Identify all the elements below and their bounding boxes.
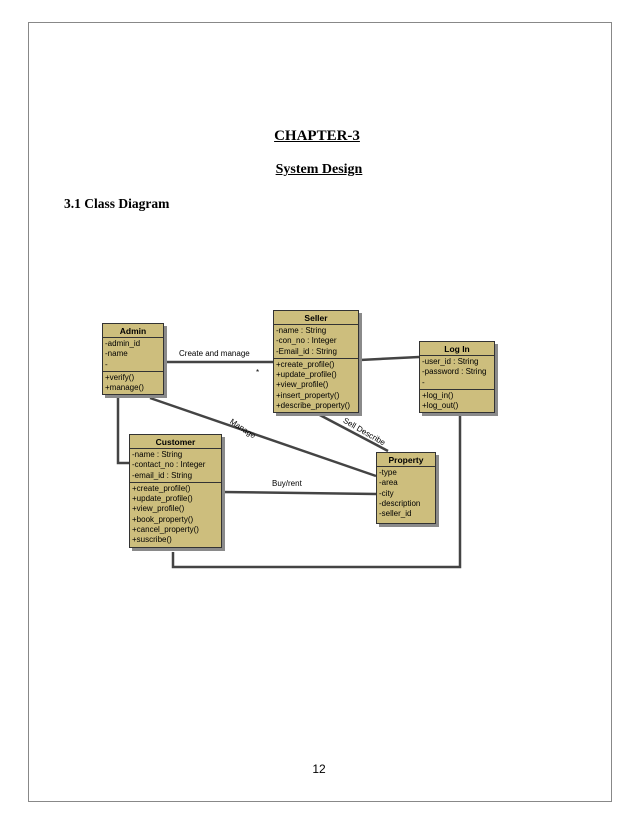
method: +manage(): [105, 383, 144, 393]
method: +update_profile(): [276, 370, 337, 380]
class-customer: Customer -name : String -contact_no : In…: [129, 434, 222, 548]
connector-seller-property: [315, 411, 389, 453]
attribute: -name : String: [276, 326, 327, 335]
label-buy-rent: Buy/rent: [272, 479, 302, 488]
class-name: Admin: [103, 324, 163, 338]
attribute: -name: [105, 349, 128, 359]
class-seller: Seller -name : String -con_no : Integer …: [273, 310, 359, 414]
connector-seller-login: [359, 355, 420, 362]
connector-admin-property: [149, 396, 377, 478]
attribute: -city: [379, 488, 394, 498]
class-attributes: -type -area -city -description -seller_i…: [377, 467, 435, 523]
method: +book_property(): [132, 514, 194, 524]
method: +create_profile(): [132, 483, 191, 493]
class-attributes: -user_id : String -password : String -: [420, 356, 494, 390]
method: +create_profile(): [276, 359, 335, 369]
class-name: Customer: [130, 435, 221, 449]
method: +view_profile(): [276, 380, 329, 390]
class-login: Log In -user_id : String -password : Str…: [419, 341, 495, 414]
class-attributes: -name : String -contact_no : Integer -em…: [130, 449, 221, 483]
method: +view_profile(): [132, 504, 185, 514]
chapter-title: CHAPTER-3: [274, 128, 360, 144]
class-methods: +create_profile() +update_profile() +vie…: [274, 359, 358, 412]
class-methods: +create_profile() +update_profile() +vie…: [130, 483, 221, 547]
method: +update_profile(): [132, 494, 193, 504]
class-name: Log In: [420, 342, 494, 356]
class-attributes: -admin_id -name -: [103, 338, 163, 372]
method: +insert_property(): [276, 390, 340, 400]
attribute: -password : String: [422, 367, 487, 377]
method: +verify(): [105, 372, 135, 382]
attribute: -con_no : Integer: [276, 336, 337, 346]
class-admin: Admin -admin_id -name - +verify() +manag…: [102, 323, 164, 396]
connector-admin-customer: [116, 398, 129, 465]
attribute: -: [422, 377, 425, 387]
label-create-and-manage: Create and manage: [179, 349, 250, 358]
attribute: -email_id : String: [132, 470, 193, 480]
attribute: -seller_id: [379, 509, 412, 519]
attribute: -contact_no : Integer: [132, 460, 206, 470]
class-property: Property -type -area -city -description …: [376, 452, 436, 525]
page-number: 12: [312, 762, 326, 776]
attribute: -Email_id : String: [276, 346, 337, 356]
attribute: -user_id : String: [422, 357, 479, 366]
class-methods: +log_in() +log_out(): [420, 390, 494, 413]
method: +describe_property(): [276, 401, 351, 411]
attribute: -: [105, 359, 108, 369]
attribute: -admin_id: [105, 339, 141, 348]
label-multiplicity: *: [256, 368, 260, 377]
method: +cancel_property(): [132, 525, 199, 535]
class-methods: +verify() +manage(): [103, 372, 163, 395]
section-heading: 3.1 Class Diagram: [64, 196, 170, 211]
class-attributes: -name : String -con_no : Integer -Email_…: [274, 325, 358, 359]
attribute: -name : String: [132, 450, 183, 459]
method: +log_in(): [422, 390, 454, 400]
method: +log_out(): [422, 401, 459, 411]
connector-customer-property: [221, 490, 377, 496]
chapter-subtitle: System Design: [275, 162, 363, 177]
connector-customer-login: [171, 413, 462, 569]
class-name: Seller: [274, 311, 358, 325]
attribute: -description: [379, 498, 421, 508]
page-frame: [28, 22, 612, 802]
method: +suscribe(): [132, 535, 172, 545]
attribute: -area: [379, 478, 398, 488]
class-name: Property: [377, 453, 435, 467]
attribute: -type: [379, 468, 397, 477]
